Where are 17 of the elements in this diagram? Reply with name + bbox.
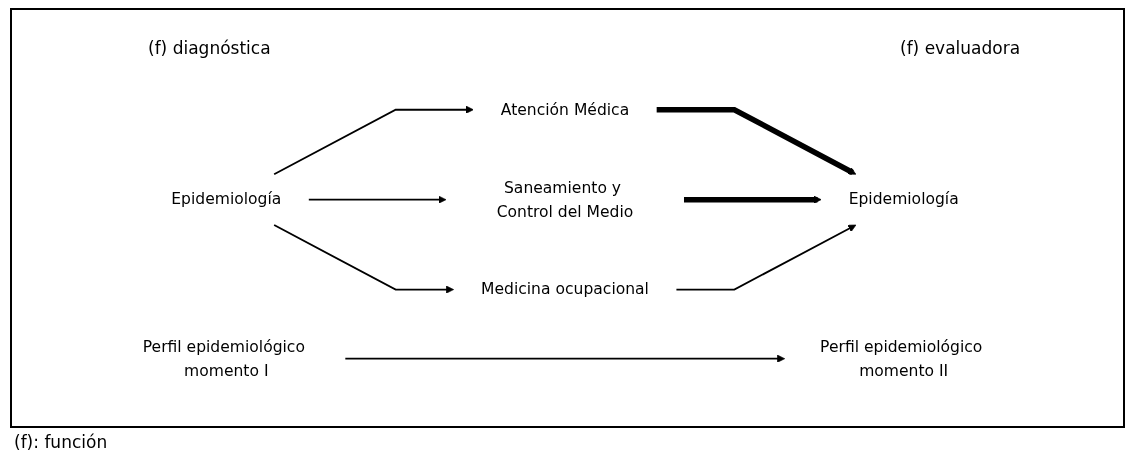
node-text: Saneamiento y Control del Medio	[496, 178, 634, 220]
arrow	[344, 354, 786, 363]
footnote: (f): función	[14, 432, 108, 452]
column-heading: (f) diagnóstica	[148, 38, 271, 58]
arrow	[684, 195, 822, 204]
node-text: Epidemiología	[848, 189, 959, 209]
node-text: Epidemiología	[171, 189, 282, 209]
node-text: Atención Médica	[500, 99, 630, 119]
node-text: Medicina ocupacional	[481, 279, 649, 299]
arrow	[675, 224, 857, 291]
arrow	[273, 224, 454, 294]
column-heading: (f) evaluadora	[900, 38, 1021, 58]
arrow	[307, 195, 447, 204]
arrow	[656, 106, 857, 175]
node-text: Perfil epidemiológico momento I	[142, 337, 305, 379]
arrow	[273, 105, 474, 176]
node-text: Perfil epidemiológico momento II	[820, 337, 983, 379]
